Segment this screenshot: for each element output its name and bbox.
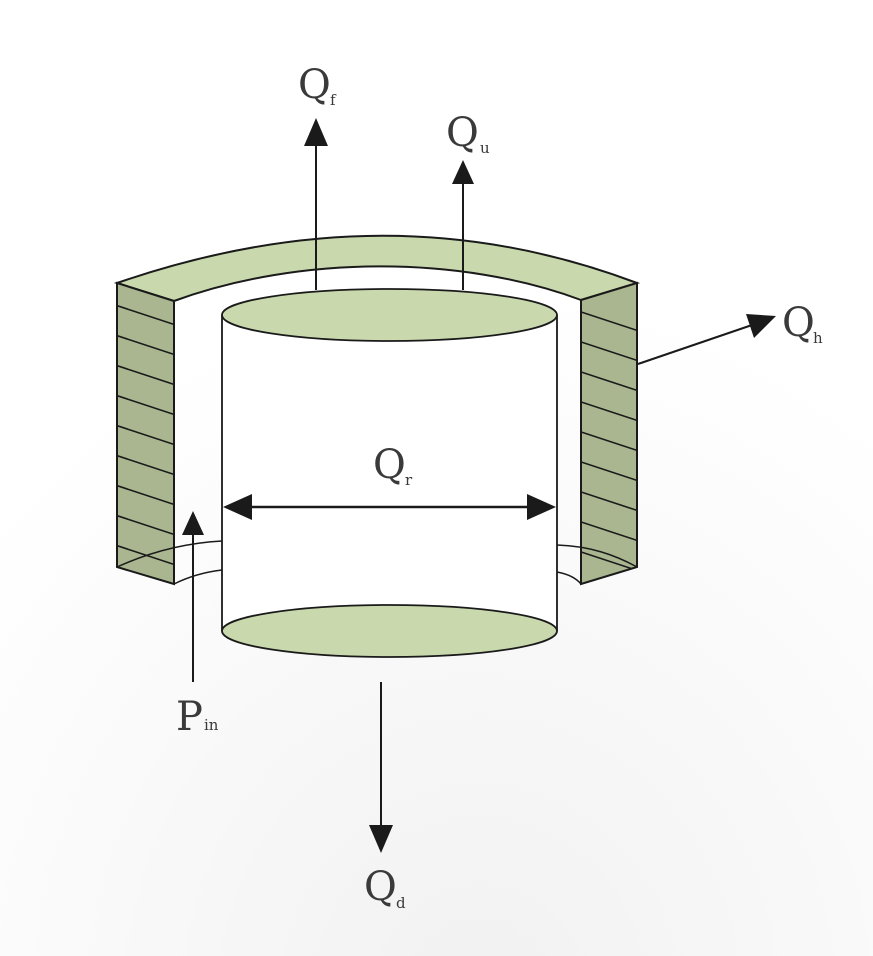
- arrow-qr-head-right: [527, 494, 556, 520]
- cylinder-body: [222, 315, 557, 631]
- label-qu-sub: u: [480, 139, 490, 157]
- label-qu-main: Q: [446, 110, 479, 156]
- label-pin: P in: [176, 694, 219, 740]
- label-qf: Q f: [298, 62, 337, 109]
- arrow-qh-shaft: [637, 323, 756, 365]
- label-pin-sub: in: [204, 716, 219, 734]
- label-qd-sub: d: [396, 894, 406, 912]
- label-qd: Q d: [364, 864, 406, 912]
- shell-bottom-ring-right-lower: [556, 571, 582, 585]
- arrow-qd-head: [369, 825, 393, 853]
- label-qr-main: Q: [373, 442, 406, 488]
- arrow-qu-head: [452, 160, 474, 184]
- arrow-qf-head: [304, 118, 328, 146]
- label-qd-main: Q: [364, 864, 397, 910]
- label-qh: Q h: [782, 300, 823, 347]
- label-qh-main: Q: [782, 300, 815, 346]
- label-qf-main: Q: [298, 62, 331, 108]
- shell-bottom-ring-right: [556, 544, 638, 568]
- label-pin-main: P: [176, 694, 203, 740]
- cylinder-top-face: [221, 288, 558, 342]
- shell-left-wall: [116, 281, 175, 586]
- arrow-pin-head: [182, 511, 204, 535]
- shell-bottom-ring-left-lower: [173, 569, 223, 585]
- arrow-qr-head-left: [223, 494, 252, 520]
- label-qr: Q r: [373, 442, 413, 489]
- arrow-qh-head: [746, 314, 776, 338]
- label-qf-sub: f: [330, 91, 337, 109]
- inner-cylinder: [221, 288, 558, 658]
- flow-arrows: [182, 118, 776, 853]
- cylinder-bottom-face: [221, 604, 558, 658]
- label-qr-sub: r: [405, 471, 413, 489]
- label-qh-sub: h: [813, 329, 823, 347]
- label-qu: Q u: [446, 110, 490, 157]
- insulation-shell: [113, 234, 641, 586]
- shell-bottom-ring-left: [116, 540, 223, 568]
